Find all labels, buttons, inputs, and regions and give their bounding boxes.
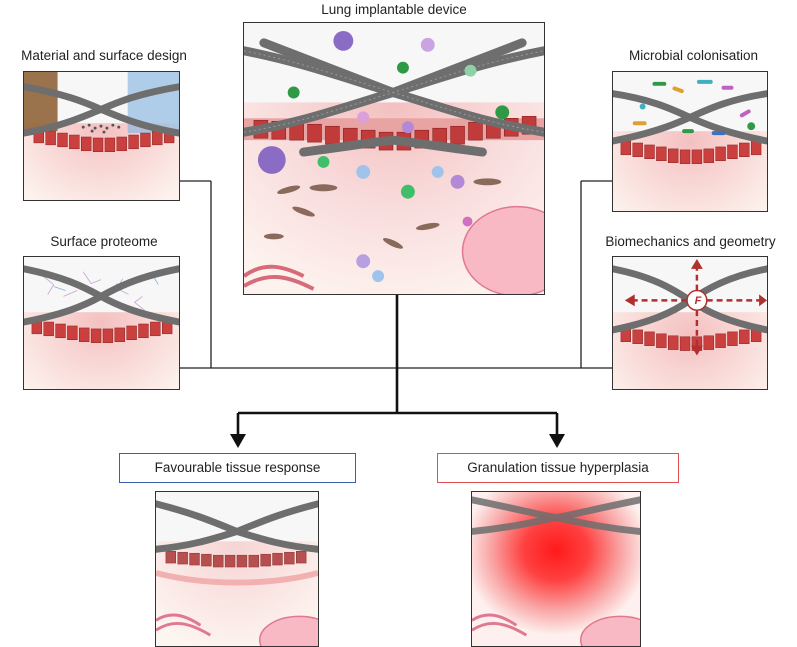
biomech-title: Biomechanics and geometry [605, 234, 776, 249]
panel-granulation-hyperplasia [471, 491, 641, 647]
panel-microbial-colonisation [612, 71, 768, 212]
arrowhead-right [549, 434, 565, 448]
arrowhead-left [230, 434, 246, 448]
force-circle [686, 289, 708, 311]
favourable-response-label: Favourable tissue response [154, 460, 321, 475]
panel-biomechanics-geometry: F [612, 256, 768, 390]
panel-surface-proteome [23, 256, 180, 390]
granulation-hyperplasia-box: Granulation tissue hyperplasia [437, 453, 679, 483]
favourable-response-box: Favourable tissue response [119, 453, 356, 483]
center-title: Lung implantable device [321, 2, 467, 17]
proteome-title: Surface proteome [50, 234, 158, 249]
panel-favourable-response [155, 491, 319, 647]
panel-lung-device [243, 22, 545, 295]
granulation-hyperplasia-label: Granulation tissue hyperplasia [467, 460, 649, 475]
panel-material-surface [23, 71, 180, 201]
force-label: F [694, 295, 702, 307]
microbial-title: Microbial colonisation [628, 48, 759, 63]
material-title: Material and surface design [21, 48, 187, 63]
